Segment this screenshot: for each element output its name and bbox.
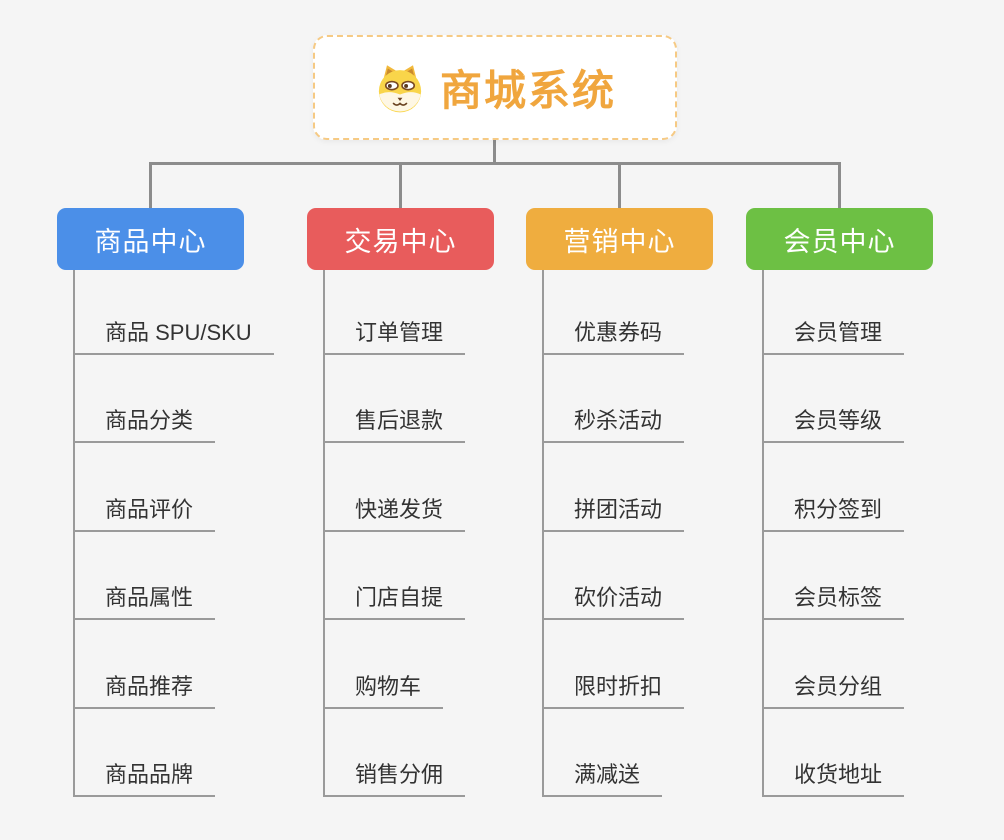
branch-label: 商品中心 — [94, 226, 207, 257]
leaf-node[interactable]: 拼团活动 — [542, 486, 685, 532]
dog-face-icon — [378, 64, 422, 112]
leaf-node[interactable]: 商品属性 — [73, 574, 216, 620]
leaf-label: 售后退款 — [355, 408, 444, 433]
leaf-label: 限时折扣 — [574, 674, 663, 699]
leaf-node[interactable]: 会员等级 — [762, 397, 905, 443]
leaf-node[interactable]: 限时折扣 — [542, 663, 685, 709]
leaf-label: 收货地址 — [794, 762, 883, 787]
connector-drop-trade — [399, 162, 402, 209]
root-node-mall-system[interactable]: 商城系统 — [313, 35, 677, 140]
leaf-label: 商品推荐 — [105, 674, 194, 699]
leaf-label: 积分签到 — [794, 497, 883, 522]
leaf-label: 购物车 — [355, 674, 422, 699]
connector-drop-products — [149, 162, 152, 209]
leaf-node[interactable]: 购物车 — [323, 663, 444, 709]
leaf-node[interactable]: 会员分组 — [762, 663, 905, 709]
leaf-node[interactable]: 积分签到 — [762, 486, 905, 532]
leaf-label: 订单管理 — [355, 320, 444, 345]
leaf-label: 会员标签 — [794, 585, 883, 610]
leaf-label: 销售分佣 — [355, 762, 444, 787]
leaf-label: 秒杀活动 — [574, 408, 663, 433]
leaf-node[interactable]: 收货地址 — [762, 751, 905, 797]
leaf-node[interactable]: 商品推荐 — [73, 663, 216, 709]
leaf-node[interactable]: 商品 SPU/SKU — [73, 309, 274, 355]
branch-node-members[interactable]: 会员中心 — [746, 208, 933, 270]
leaf-label: 会员等级 — [794, 408, 883, 433]
leaf-node[interactable]: 会员管理 — [762, 309, 905, 355]
branch-node-marketing[interactable]: 营销中心 — [526, 208, 713, 270]
leaf-label: 满减送 — [574, 762, 641, 787]
leaf-node[interactable]: 会员标签 — [762, 574, 905, 620]
leaf-label: 砍价活动 — [574, 585, 663, 610]
connector-spine-products — [73, 270, 75, 797]
connector-rail — [149, 162, 841, 165]
leaf-node[interactable]: 商品分类 — [73, 397, 216, 443]
leaf-label: 商品品牌 — [105, 762, 194, 787]
leaf-node[interactable]: 优惠券码 — [542, 309, 685, 355]
leaf-label: 快递发货 — [355, 497, 444, 522]
connector-drop-members — [838, 162, 841, 209]
leaf-label: 会员分组 — [794, 674, 883, 699]
leaf-node[interactable]: 秒杀活动 — [542, 397, 685, 443]
leaf-label: 商品 SPU/SKU — [105, 320, 252, 345]
leaf-node[interactable]: 销售分佣 — [323, 751, 466, 797]
branch-label: 交易中心 — [344, 226, 457, 257]
leaf-node[interactable]: 售后退款 — [323, 397, 466, 443]
branch-node-products[interactable]: 商品中心 — [57, 208, 244, 270]
leaf-label: 优惠券码 — [574, 320, 663, 345]
leaf-label: 会员管理 — [794, 320, 883, 345]
leaf-label: 拼团活动 — [574, 497, 663, 522]
root-title: 商城系统 — [439, 67, 616, 114]
leaf-node[interactable]: 商品品牌 — [73, 751, 216, 797]
leaf-label: 门店自提 — [355, 585, 444, 610]
connector-drop-marketing — [618, 162, 621, 209]
leaf-node[interactable]: 快递发货 — [323, 486, 466, 532]
leaf-node[interactable]: 订单管理 — [323, 309, 466, 355]
leaf-node[interactable]: 满减送 — [542, 751, 663, 797]
leaf-label: 商品属性 — [105, 585, 194, 610]
branch-label: 营销中心 — [563, 226, 676, 257]
leaf-label: 商品评价 — [105, 497, 194, 522]
connector-spine-marketing — [542, 270, 544, 797]
branch-node-trade[interactable]: 交易中心 — [307, 208, 494, 270]
connector-spine-trade — [323, 270, 325, 797]
leaf-label: 商品分类 — [105, 408, 194, 433]
connector-spine-members — [762, 270, 764, 797]
connector-root-stem — [493, 140, 496, 164]
branch-label: 会员中心 — [783, 226, 896, 257]
leaf-node[interactable]: 砍价活动 — [542, 574, 685, 620]
leaf-node[interactable]: 门店自提 — [323, 574, 466, 620]
leaf-node[interactable]: 商品评价 — [73, 486, 216, 532]
